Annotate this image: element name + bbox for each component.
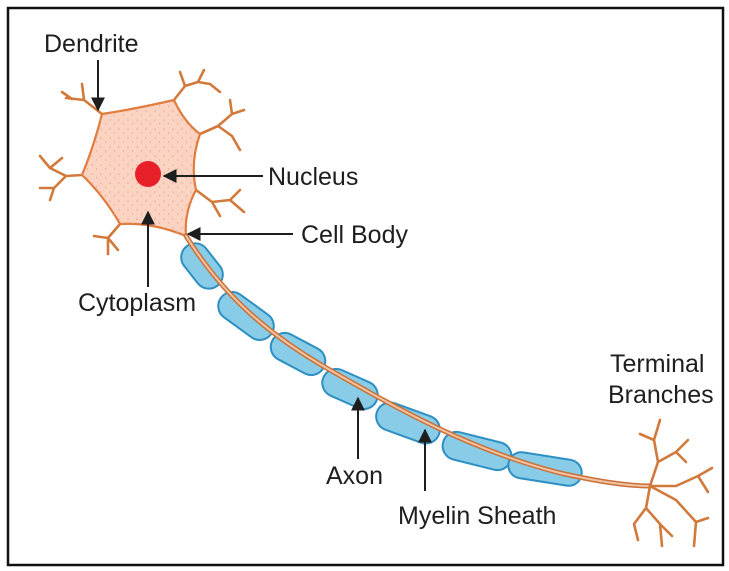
terminal-branches-label-line2: Branches — [608, 381, 714, 409]
cytoplasm-label: Cytoplasm — [78, 289, 196, 317]
myelin-sheath-label: Myelin Sheath — [398, 502, 556, 530]
nucleus-label: Nucleus — [268, 163, 358, 191]
nucleus — [135, 161, 161, 187]
axon-label: Axon — [326, 462, 383, 490]
terminal-branches-label-line1: Terminal — [610, 350, 704, 378]
dendrite-label: Dendrite — [44, 30, 139, 58]
cell-body-label: Cell Body — [301, 221, 408, 249]
